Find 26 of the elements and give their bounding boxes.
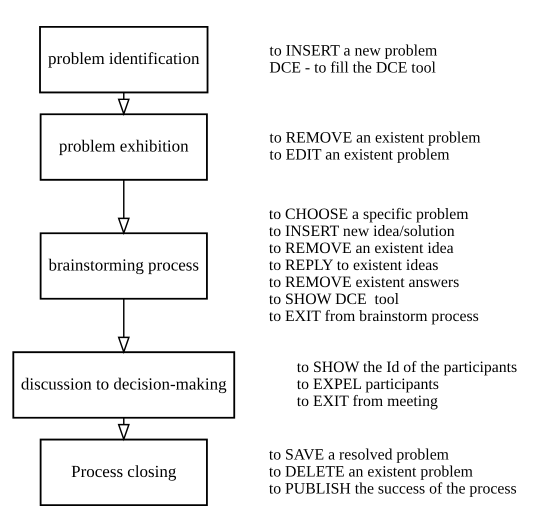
node-label: to EXPEL participants [296,376,439,393]
node-label: to EDIT an existent problem [269,146,450,164]
node-label: DCE - to fill the DCE tool [269,58,436,76]
node-label: to SHOW the Id of the participants [296,358,518,376]
node-label: to CHOOSE a specific problem [268,206,469,223]
node-label: to REMOVE an existent idea [268,240,454,257]
node-label: to INSERT new idea/solution [268,222,455,240]
node-box: problem exhibition [40,112,208,180]
node-label: to REPLY to existent ideas [268,256,438,274]
node-label: to REMOVE an existent problem [269,129,481,146]
node-label: to DELETE an existent problem [268,462,473,480]
node-box: Process closing [40,438,208,506]
node-label: to SAVE a resolved problem [268,446,449,463]
node-label: to EXIT from meeting [296,392,438,410]
node-box: discussion to decision-making [12,350,236,418]
node-box: brainstorming process [40,232,208,300]
arrow [118,92,130,116]
node-label: to SHOW DCE tool [268,290,400,308]
node-label: to INSERT a new problem [269,42,438,59]
arrow [118,298,130,354]
node-label: to PUBLISH the success of the process [268,480,517,497]
arrow [118,180,130,235]
arrow [118,417,130,441]
node-label: to REMOVE existent answers [268,274,460,291]
node-box: problem identification [39,25,208,93]
node-label: to EXIT from brainstorm process [268,308,479,325]
